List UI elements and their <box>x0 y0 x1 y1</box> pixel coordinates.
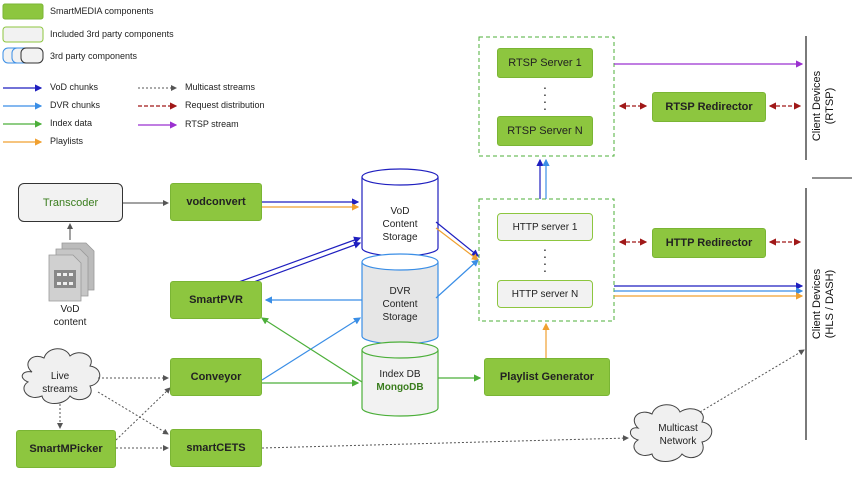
http-redirector-node[interactable]: HTTP Redirector <box>652 228 766 258</box>
playlist-generator-node[interactable]: Playlist Generator <box>484 358 610 396</box>
legend-playlists-label: Playlists <box>50 136 84 146</box>
rtsp-server-n-node[interactable]: RTSP Server N <box>497 116 593 146</box>
vod-content-label: VoD content <box>53 304 87 328</box>
http-server-ellipsis: ···· <box>542 241 548 278</box>
legend-included-label: Included 3rd party components <box>50 29 174 39</box>
legend-smartmedia-label: SmartMEDIA components <box>50 6 154 16</box>
live-streams-cloud <box>21 348 101 404</box>
vod-storage-cylinder <box>361 168 439 257</box>
smartpvr-node[interactable]: SmartPVR <box>170 281 262 319</box>
http-server-group <box>478 198 615 322</box>
smartcets-node[interactable]: smartCETS <box>170 429 262 467</box>
rtsp-redirector-node[interactable]: RTSP Redirector <box>652 92 766 122</box>
dvr-storage-label: DVR Content Storage <box>382 286 418 323</box>
legend-third-party-label: 3rd party components <box>50 51 138 61</box>
legend-swatch-included <box>2 26 44 43</box>
smartmpicker-node[interactable]: SmartMPicker <box>16 430 116 468</box>
legend-multicast-label: Multicast streams <box>185 82 256 92</box>
client-devices-rtsp-label: Client Devices (RTSP) <box>811 70 836 142</box>
index-db-label: Index DB <box>379 369 421 380</box>
multicast-network-label: Multicast Network <box>658 423 698 447</box>
rtsp-server-group <box>478 36 615 157</box>
client-devices-hls-label: Client Devices (HLS / DASH) <box>811 268 836 340</box>
live-streams-label: Live streams <box>42 371 78 395</box>
vod-content-file-icon <box>48 242 95 302</box>
conveyor-node[interactable]: Conveyor <box>170 358 262 396</box>
legend-swatch-smartmedia <box>2 3 44 20</box>
legend-rtsp-label: RTSP stream <box>185 119 239 129</box>
vodconvert-node[interactable]: vodconvert <box>170 183 262 221</box>
rtsp-server-1-node[interactable]: RTSP Server 1 <box>497 48 593 78</box>
vod-storage-label: VoD Content Storage <box>382 206 418 243</box>
dvr-storage-cylinder <box>361 253 439 345</box>
index-db-cylinder <box>361 341 439 417</box>
rtsp-server-ellipsis: ···· <box>542 79 548 116</box>
http-server-n-node[interactable]: HTTP server N <box>497 280 593 308</box>
multicast-network-cloud <box>630 404 713 462</box>
mongodb-label: MongoDB <box>376 382 424 393</box>
legend-swatch-third-party <box>2 47 44 64</box>
http-server-1-node[interactable]: HTTP server 1 <box>497 213 593 241</box>
legend-request-label: Request distribution <box>185 100 265 110</box>
transcoder-node[interactable]: Transcoder <box>18 183 123 222</box>
legend-index-data-label: Index data <box>50 118 93 128</box>
legend-vod-chunks-label: VoD chunks <box>50 82 99 92</box>
legend-dvr-chunks-label: DVR chunks <box>50 100 101 110</box>
